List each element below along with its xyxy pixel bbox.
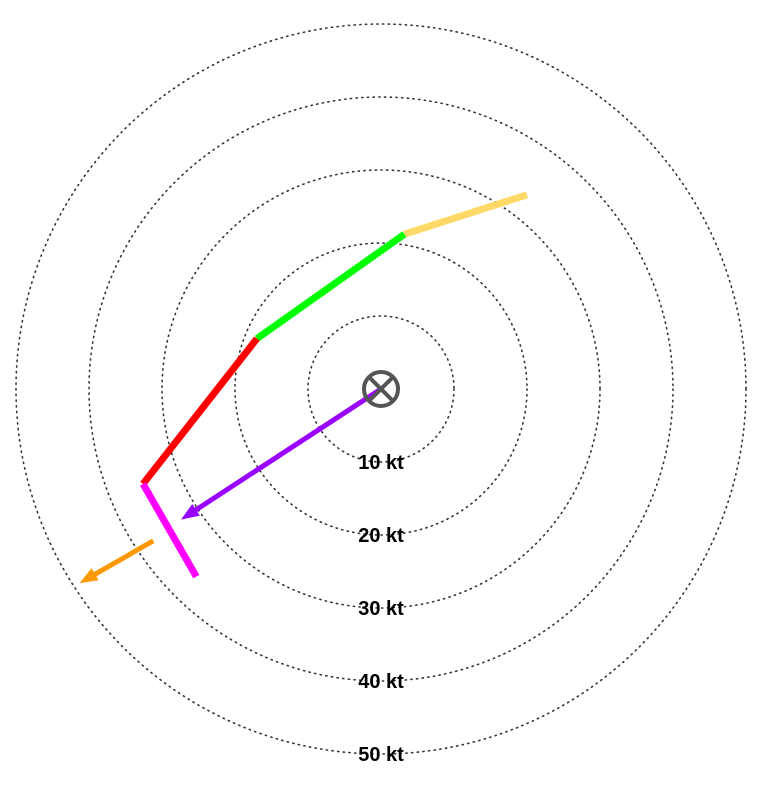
ring-label-20: 20 kt	[358, 525, 404, 547]
inflow-arrow-shaft	[92, 538, 155, 578]
range-ring-10	[307, 315, 455, 463]
ring-label-40: 40 kt	[358, 671, 404, 693]
hodograph-segment-1	[403, 191, 529, 238]
hodograph-trace	[139, 191, 529, 579]
origin-cross-b	[368, 376, 394, 402]
ring-label-30: 30 kt	[358, 598, 404, 620]
motion-arrows	[79, 386, 383, 584]
origin-marker	[362, 370, 400, 408]
inflow-arrow-head	[79, 568, 99, 584]
ring-label-50: 50 kt	[358, 744, 404, 766]
ring-label-10: 10 kt	[358, 452, 404, 474]
range-rings	[15, 23, 747, 755]
range-ring-50	[15, 23, 747, 755]
surface-layer-marker	[139, 482, 200, 579]
range-ring-40	[88, 96, 674, 682]
hodograph-segment-3	[140, 336, 260, 487]
range-ring-20	[234, 242, 528, 536]
storm-motion-arrow-shaft	[193, 386, 383, 514]
hodograph-segment-2	[254, 231, 407, 342]
origin-circle	[362, 370, 400, 408]
range-ring-30	[161, 169, 601, 609]
ring-labels: 10 kt 20 kt 30 kt 40 kt 50 kt	[358, 452, 404, 766]
storm-motion-arrow-head	[180, 503, 200, 520]
